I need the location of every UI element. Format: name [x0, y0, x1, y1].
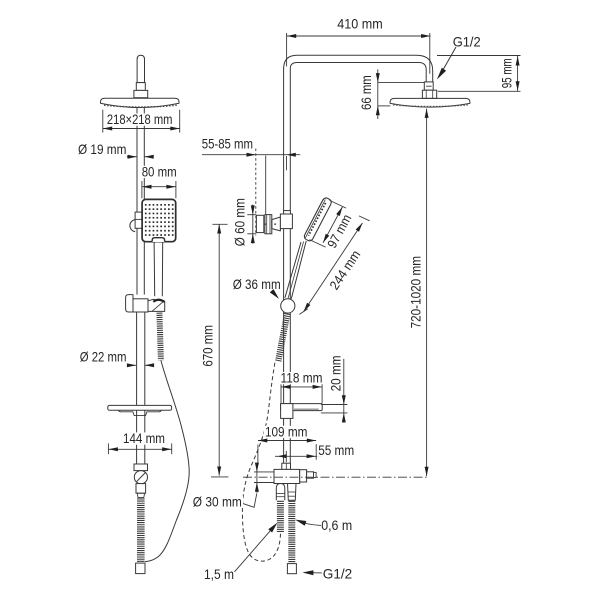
svg-text:0,6 m: 0,6 m [321, 518, 352, 533]
svg-text:1,5 m: 1,5 m [204, 567, 234, 582]
svg-text:410 mm: 410 mm [337, 17, 382, 32]
svg-text:Ø 30 mm: Ø 30 mm [193, 495, 242, 510]
svg-text:Ø 60 mm: Ø 60 mm [233, 198, 248, 246]
svg-text:55-85 mm: 55-85 mm [202, 136, 253, 151]
svg-text:109 mm: 109 mm [265, 425, 308, 440]
svg-text:G1/2: G1/2 [323, 567, 353, 582]
svg-text:218×218 mm: 218×218 mm [107, 112, 173, 127]
svg-text:95 mm: 95 mm [500, 58, 515, 88]
svg-text:720-1020 mm: 720-1020 mm [409, 256, 424, 328]
svg-text:118 mm: 118 mm [281, 371, 323, 386]
svg-text:144 mm: 144 mm [123, 431, 165, 446]
svg-text:G1/2: G1/2 [453, 35, 481, 50]
svg-text:20 mm: 20 mm [328, 355, 343, 391]
svg-text:670 mm: 670 mm [201, 325, 216, 367]
svg-text:Ø 19 mm: Ø 19 mm [78, 142, 126, 157]
svg-text:Ø 36 mm: Ø 36 mm [233, 277, 281, 292]
svg-text:80 mm: 80 mm [142, 165, 177, 180]
svg-text:66 mm: 66 mm [359, 75, 374, 110]
svg-text:55 mm: 55 mm [318, 443, 354, 458]
svg-text:Ø 22 mm: Ø 22 mm [80, 350, 127, 365]
